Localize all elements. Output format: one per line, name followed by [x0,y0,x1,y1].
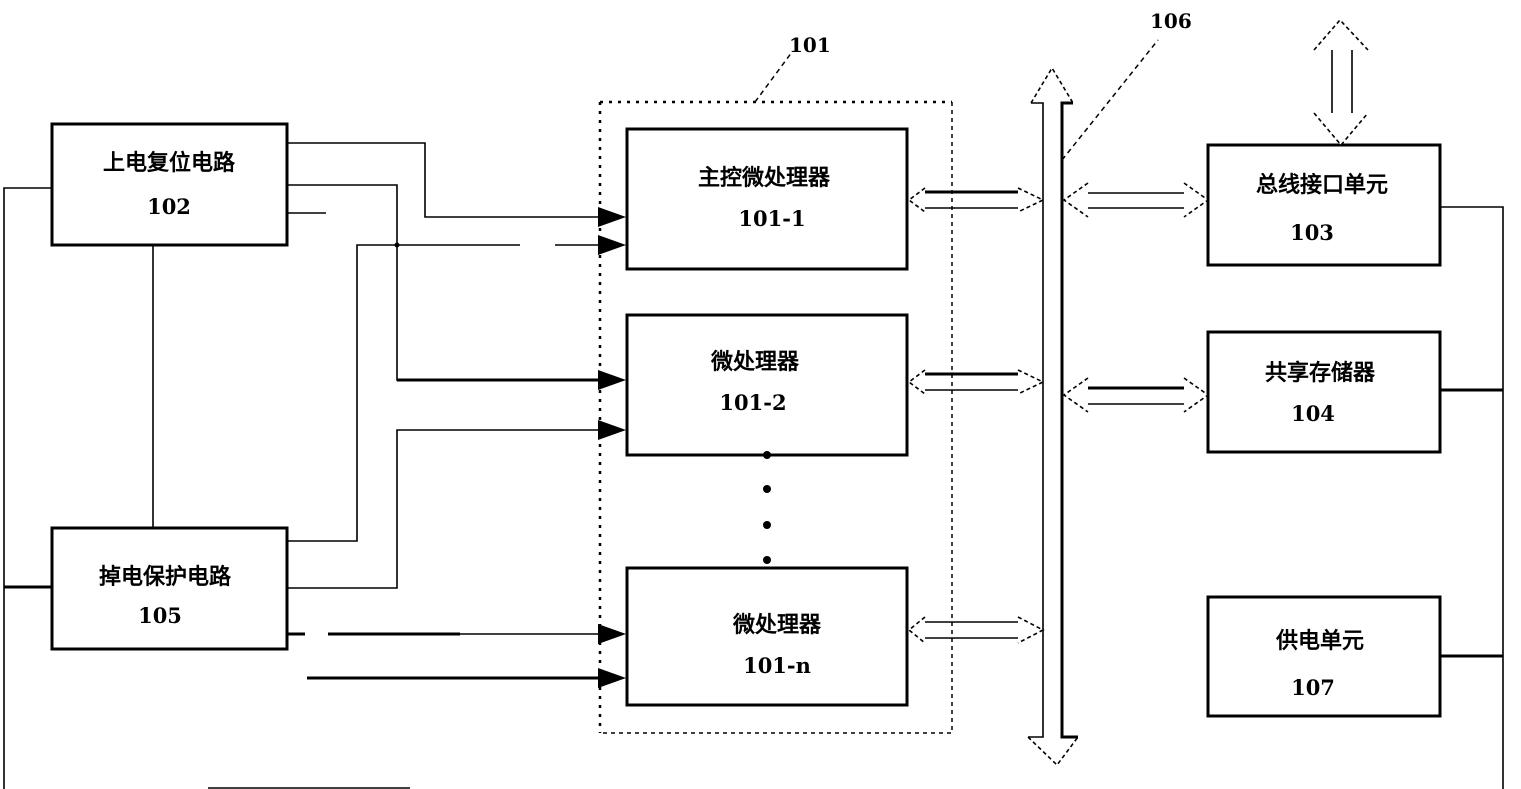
block-101-2-frame [625,313,909,457]
bus-arrow-left-head [907,187,926,213]
ellipsis-dot [763,485,771,493]
block-105-number: 105 [138,603,182,628]
block-105-frame [50,526,289,651]
block-102-number: 102 [147,194,191,219]
bus-top-arrowhead [1030,66,1074,104]
block-105-name: 掉电保护电路 [99,564,232,590]
ellipsis-dot [763,556,771,564]
block-103-name: 总线接口单元 [1256,172,1388,198]
block-101-1-number: 101-1 [738,206,805,231]
wire-105-to-101-2 [287,429,600,589]
block-103-frame [1206,143,1442,267]
block-101-1-frame [625,127,909,271]
bus-right-rail [1060,101,1078,739]
bus-arrow-left-head [1062,182,1089,218]
bus-arrow-104 [1062,377,1210,413]
wire-105-to-101-1 [287,244,520,542]
block-107-name: 供电单元 [1275,628,1364,654]
block-102-frame [50,122,289,247]
bus-106-label: 106 [1150,9,1192,33]
block-101-2-name: 微处理器 [710,349,800,375]
arrowhead-101-n-a [598,624,626,644]
block-104-name: 共享存储器 [1265,360,1376,386]
wire-102-to-101-1 [287,142,600,218]
group-101-right-bottom [600,102,953,734]
power-rail-103 [1440,206,1504,789]
bus-arrow-right-head [1183,377,1210,413]
block-101-n-number: 101-n [743,653,811,678]
bus-arrow-103-external [1313,18,1369,147]
ellipsis-dot [763,521,771,529]
block-105[interactable]: 掉电保护电路 105 [50,526,289,651]
block-104-number: 104 [1291,401,1335,426]
block-102-name: 上电复位电路 [103,150,236,176]
block-103[interactable]: 总线接口单元 103 [1206,143,1442,267]
group-101-leader [754,51,793,103]
bus-106-leader [1061,39,1159,161]
block-101-2[interactable]: 微处理器 101-2 [625,313,909,457]
junction-dot [394,242,400,248]
wire-102-left-rail [3,187,52,789]
ellipsis-dot [763,451,771,459]
block-101-n-name: 微处理器 [732,612,822,638]
bus-arrow-101-1 [907,187,1045,213]
bus-arrow-left-head [907,616,926,644]
block-102[interactable]: 上电复位电路 102 [50,122,289,247]
bus-arrow-right-head [1183,182,1210,218]
block-107-frame [1206,595,1442,718]
bus-arrow-103 [1062,182,1210,218]
block-101-n[interactable]: 微处理器 101-n [625,566,909,707]
bus-arrow-101-n [907,616,1045,644]
bus-left-rail [1028,102,1044,738]
signal-arrowheads [598,207,626,688]
bus-arrow-101-2 [907,369,1045,395]
block-104[interactable]: 共享存储器 104 [1206,330,1442,454]
block-101-1[interactable]: 主控微处理器 101-1 [625,127,909,271]
system-bus-106[interactable] [1027,66,1079,767]
bus-arrow-right-head [1017,616,1045,644]
arrowhead-101-2-a [598,370,626,390]
wire-102-to-101-2 [287,184,600,381]
bus-bottom-arrowhead [1027,736,1079,767]
arrowhead-101-2-b [598,420,626,440]
block-104-frame [1206,330,1442,454]
arrowhead-101-n-b [598,668,626,688]
arrowhead-101-1-a [598,207,626,227]
block-101-n-frame [625,566,909,707]
block-101-2-number: 101-2 [719,390,786,415]
group-101-label: 101 [789,33,831,57]
block-101-1-name: 主控微处理器 [698,165,831,191]
bus-arrow-right-head [1017,369,1045,395]
bus-arrow-top-head [1313,18,1369,51]
block-107[interactable]: 供电单元 107 [1206,595,1442,718]
arrowhead-101-1-b [598,235,626,255]
block-103-number: 103 [1290,220,1334,245]
bus-arrow-left-head [1062,377,1089,413]
bus-arrow-left-head [907,369,926,395]
block-107-number: 107 [1291,675,1335,700]
bus-arrow-bottom-head [1313,112,1369,147]
bus-arrow-right-head [1017,187,1045,213]
processor-ellipsis [763,451,771,564]
